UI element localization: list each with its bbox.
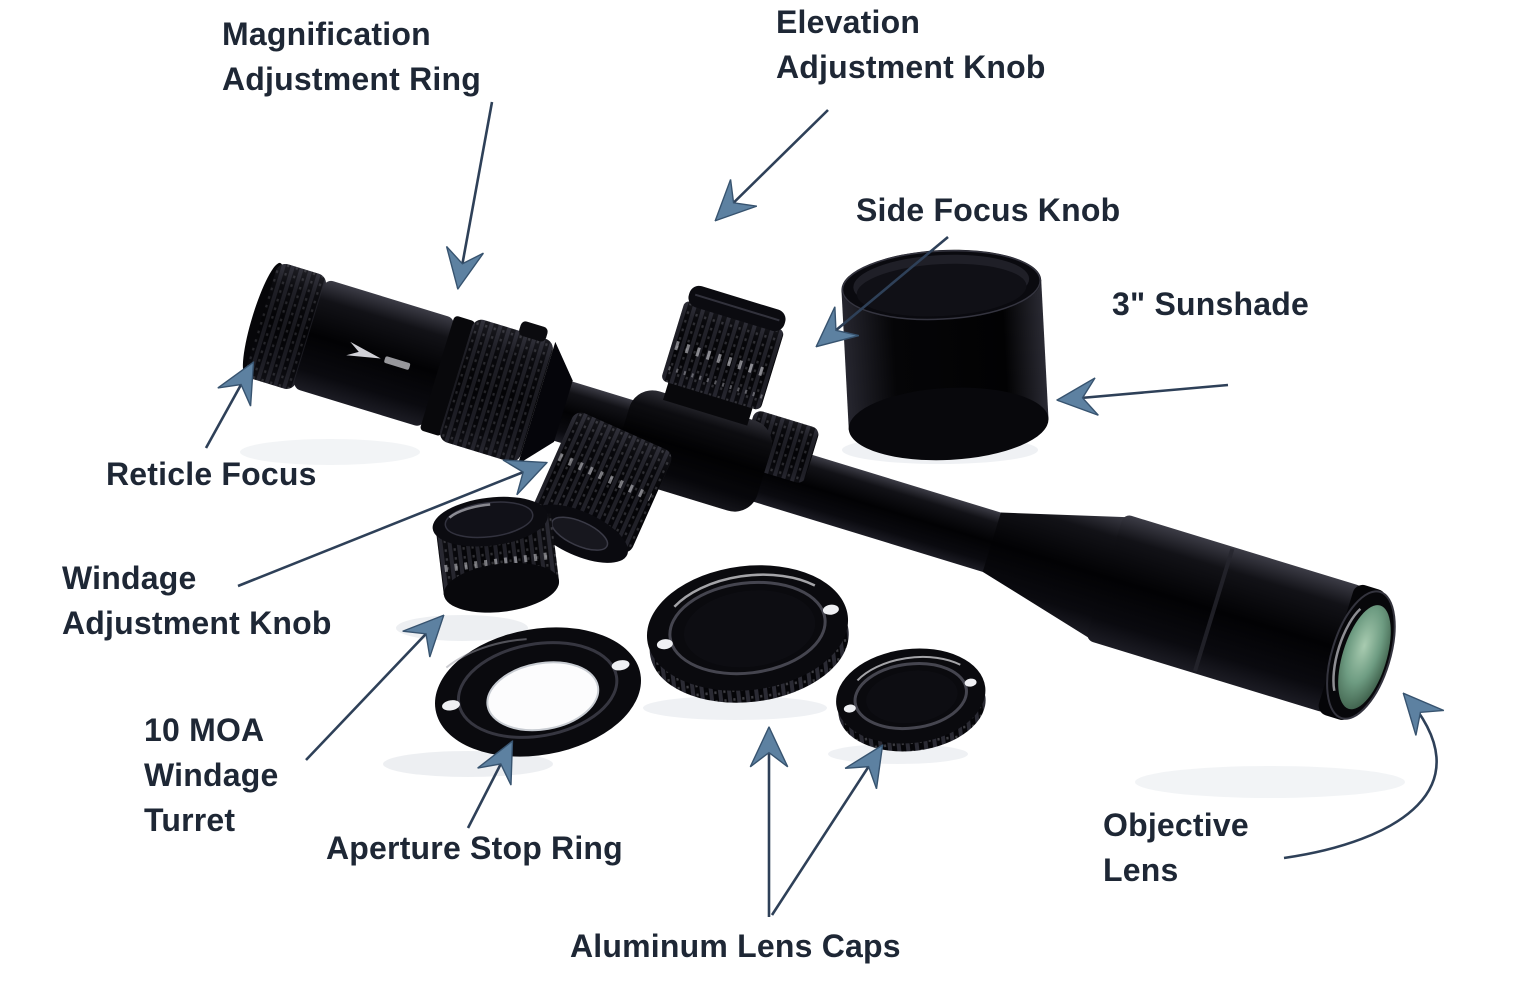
label-objective-lens: Objective Lens	[1103, 803, 1249, 893]
tube-taper-rear	[517, 341, 573, 465]
label-elevation-adjustment-knob: Elevation Adjustment Knob	[776, 0, 1046, 90]
label-line: 10 MOA	[144, 712, 265, 748]
label-line: Windage	[62, 560, 197, 596]
elevation-knob-part	[662, 285, 786, 426]
label-line: Side Focus Knob	[856, 192, 1121, 228]
aperture-ring-hole	[486, 661, 600, 732]
eyepiece-step-ring	[420, 316, 475, 436]
label-line: Turret	[144, 802, 236, 838]
arrow-side-focus-knob	[817, 236, 949, 346]
label-line: Reticle Focus	[106, 456, 317, 492]
sunshade-part	[841, 249, 1049, 461]
arrow-moa-turret	[305, 616, 443, 761]
windage-turret-part	[432, 496, 560, 613]
arrow-aperture-ring	[466, 742, 512, 829]
label-magnification-adjustment-ring: Magnification Adjustment Ring	[222, 12, 481, 102]
aperture-stop-ring-part	[434, 627, 642, 757]
label-line: Elevation	[776, 4, 921, 40]
label-aperture-stop-ring: Aperture Stop Ring	[326, 826, 623, 871]
label-line: Adjustment Ring	[222, 61, 481, 97]
label-line: Aperture Stop Ring	[326, 830, 623, 866]
arrow-reticle-focus	[204, 363, 253, 449]
turret-markings	[444, 551, 553, 573]
label-moa-windage-turret: 10 MOA Windage Turret	[144, 708, 278, 843]
objective-lens-glass	[1338, 605, 1391, 710]
arrow-objective-lens	[1283, 694, 1437, 860]
callout-arrows	[204, 101, 1437, 917]
label-line: 3" Sunshade	[1112, 286, 1309, 322]
sunshade-bottom	[848, 387, 1049, 461]
lens-rim-highlight	[1332, 607, 1362, 692]
label-side-focus-knob: Side Focus Knob	[856, 188, 1120, 233]
objective-bell-body	[1087, 515, 1363, 712]
label-line: Adjustment Knob	[776, 49, 1046, 85]
label-reticle-focus: Reticle Focus	[106, 452, 317, 497]
objective-bell-taper	[982, 512, 1130, 640]
arrow-lens-cap-right	[770, 746, 882, 916]
arrow-magnification-ring	[458, 101, 494, 288]
eyepiece-housing	[294, 280, 454, 426]
label-line: Adjustment Knob	[62, 605, 332, 641]
sunshade-rim-highlight	[841, 249, 1041, 321]
label-line: Aluminum Lens Caps	[570, 928, 901, 964]
arrow-elevation-knob	[716, 109, 829, 220]
arrow-windage-knob	[237, 463, 546, 588]
arrow-sunshade	[1058, 385, 1229, 400]
label-windage-adjustment-knob: Windage Adjustment Knob	[62, 556, 332, 646]
vortex-logo	[346, 341, 411, 370]
label-line: Lens	[1103, 852, 1179, 888]
label-line: Objective	[1103, 807, 1249, 843]
windage-knob-part	[531, 412, 672, 563]
lens-cap-small	[836, 648, 986, 752]
label-sunshade: 3" Sunshade	[1112, 282, 1309, 327]
label-aluminum-lens-caps: Aluminum Lens Caps	[570, 924, 901, 969]
label-line: Windage	[144, 757, 279, 793]
magnification-ring-tab	[519, 321, 548, 342]
lens-cap-large	[646, 565, 849, 703]
label-line: Magnification	[222, 16, 431, 52]
